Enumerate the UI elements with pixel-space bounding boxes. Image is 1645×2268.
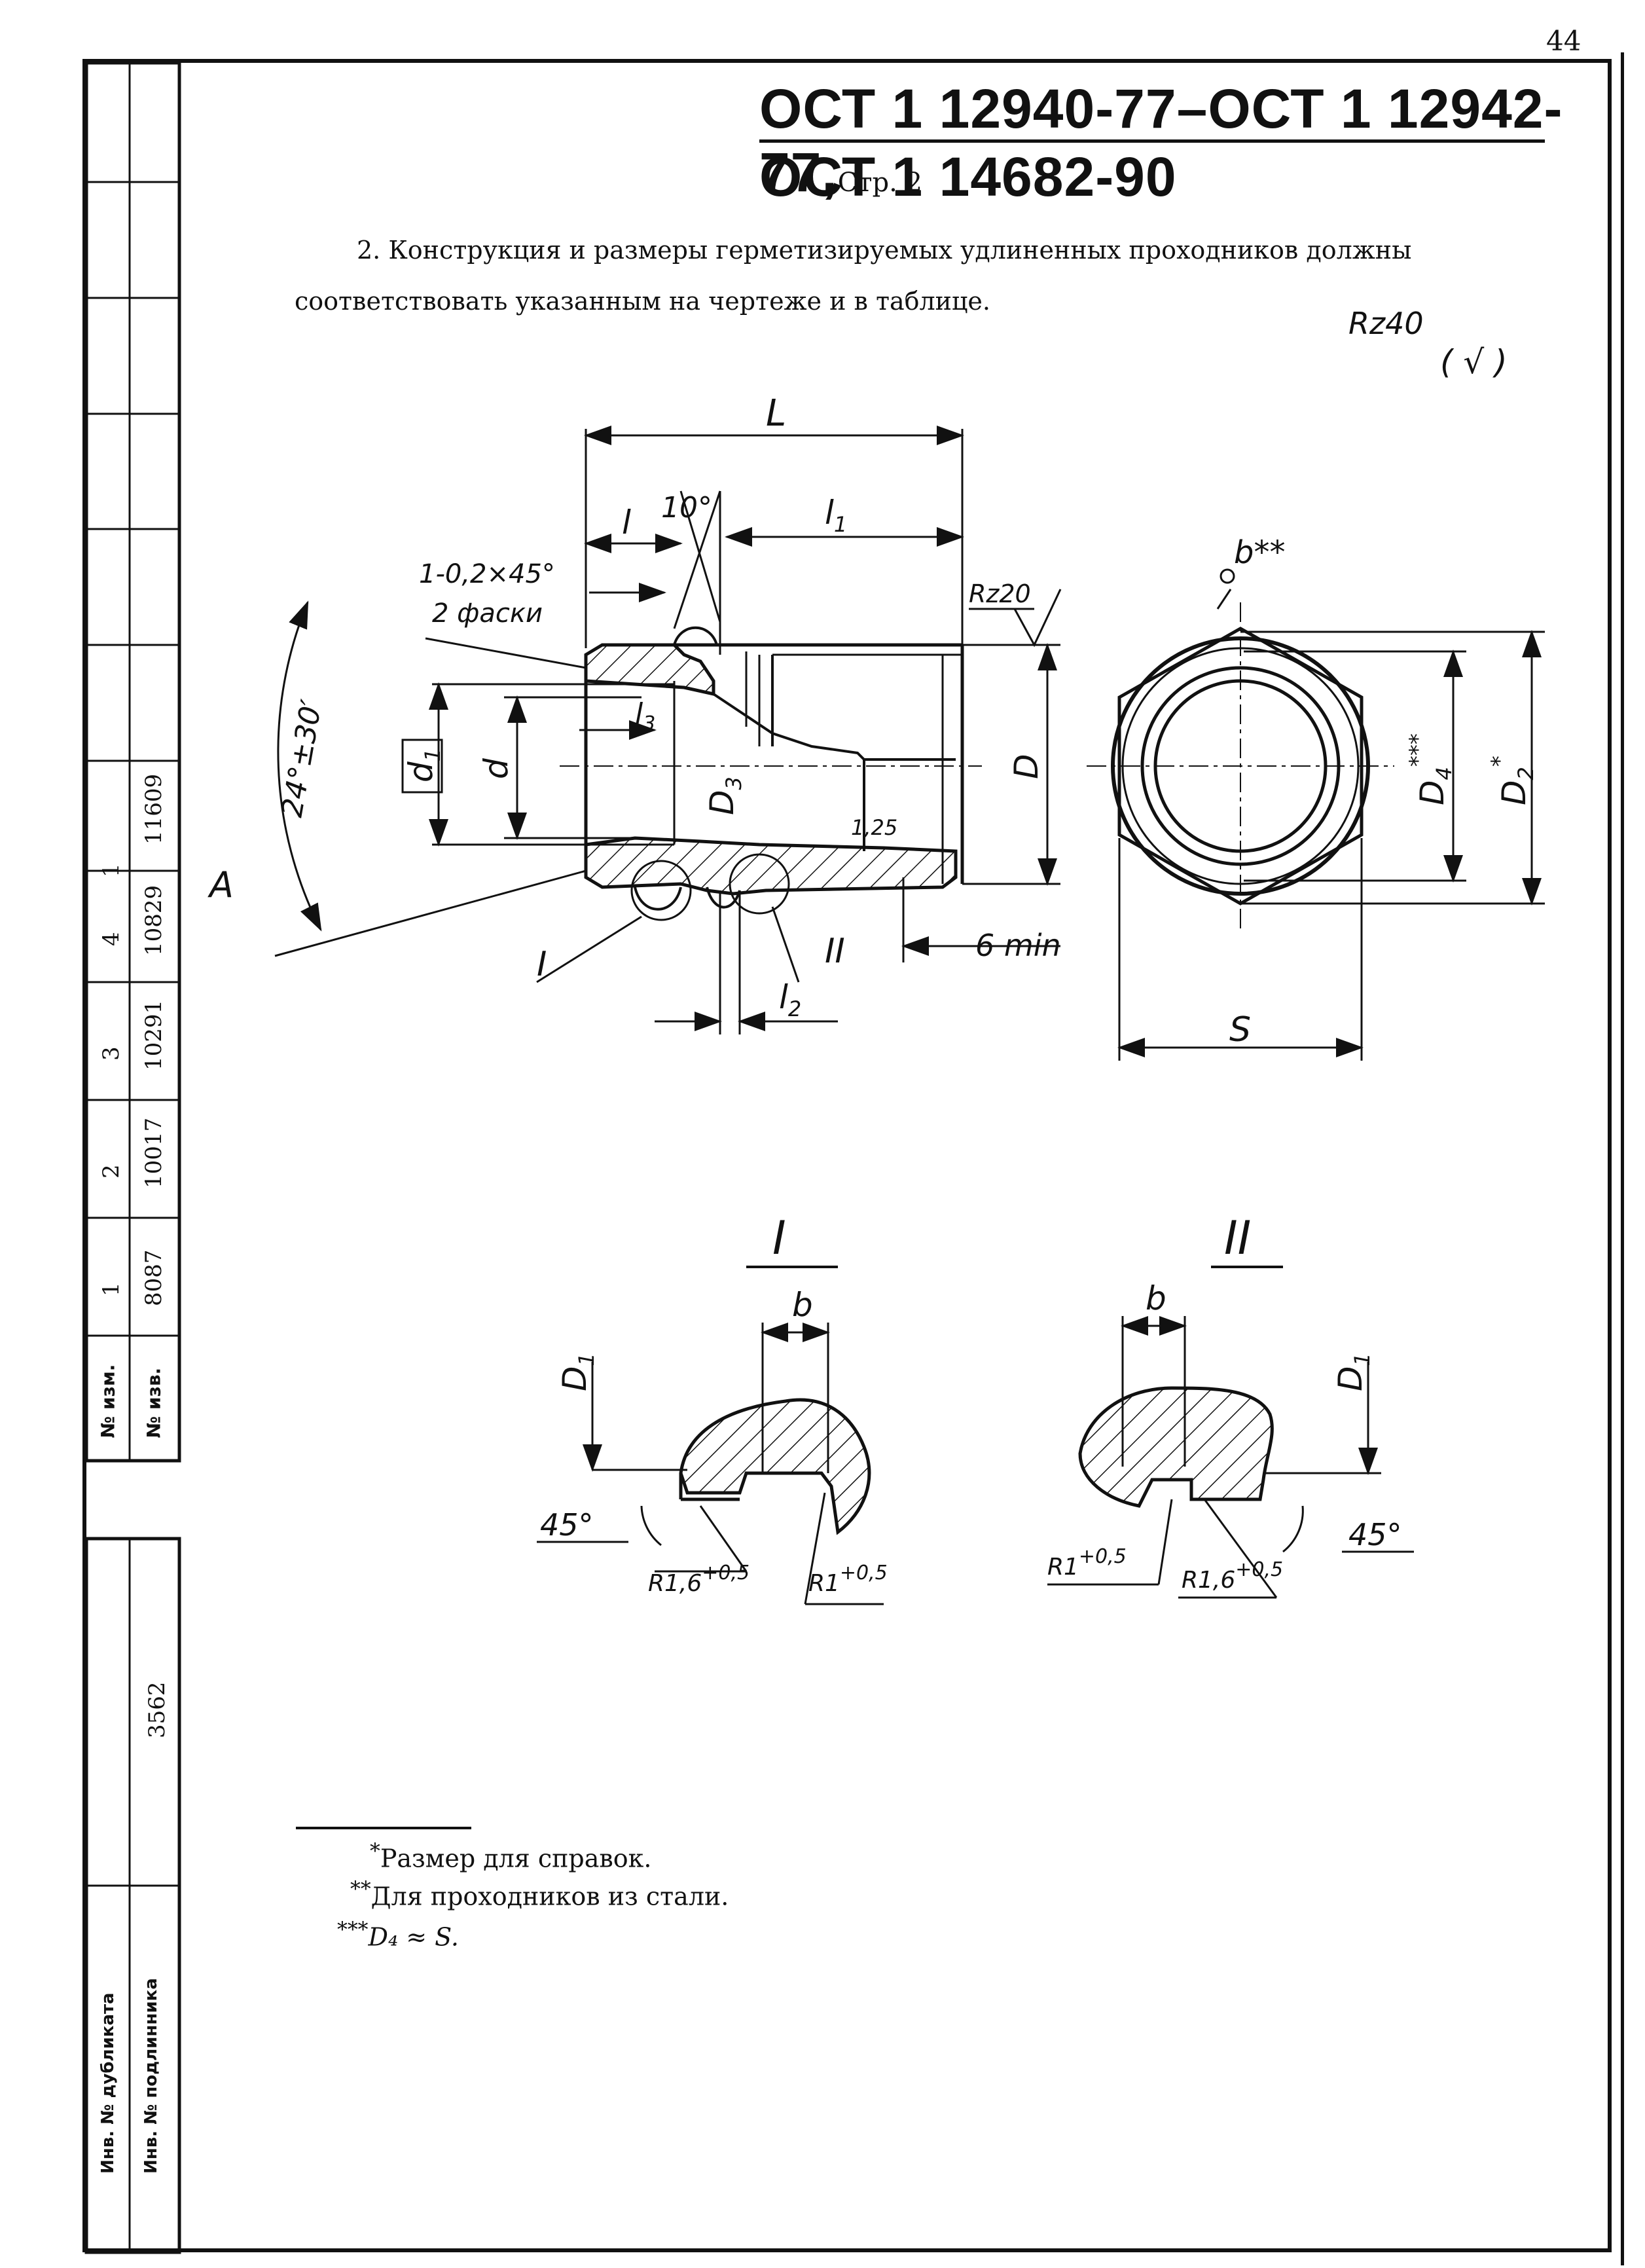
footnote-3-mark: *** (337, 1918, 369, 1942)
dim-6min: 6 min (975, 928, 1061, 963)
detail-II (1078, 1386, 1274, 1508)
detail-I-45: 45° (540, 1507, 594, 1543)
footnote-1: *Размер для справок. (370, 1840, 652, 1873)
page-number: 44 (1546, 25, 1582, 57)
roughness-paren: ( √ ) (1440, 343, 1508, 381)
side-view (560, 626, 982, 921)
detail-I-R16: R1,6+0,5 (648, 1562, 750, 1597)
chamfer-note: 2 фаски (432, 598, 543, 629)
dim-l3: l3 (635, 697, 655, 735)
footnote-3-text: D₄ ≈ S. (368, 1922, 459, 1952)
frame-right-edge (1621, 52, 1624, 2265)
angle-10: 10° (661, 491, 712, 524)
callout-I: I (537, 945, 547, 984)
paragraph-line1: 2. Конструкция и размеры герметизируемых… (357, 236, 1412, 265)
dim-l2: l2 (779, 978, 801, 1021)
footnote-3: ***D₄ ≈ S. (337, 1918, 459, 1952)
dim-D2: D2* (1487, 756, 1538, 805)
dim-l1: l1 (825, 494, 847, 537)
standard-header-line1: ОСТ 1 12940-77–ОСТ 1 12942-77,Стр. 2 (759, 77, 1645, 204)
standard-number: ОСТ 1 12940-77–ОСТ 1 12942-77, (759, 78, 1563, 203)
detail-II-D1: D1 (1331, 1353, 1375, 1391)
footnote-2: **Для проходников из стали. (350, 1878, 729, 1911)
detail-II-title: II (1224, 1211, 1251, 1265)
dim-S: S (1229, 1010, 1251, 1050)
dim-1-25: 1,25 (851, 815, 897, 840)
callout-II: II (825, 932, 845, 971)
paragraph-line2: соответствовать указанным на чертеже и в… (295, 287, 990, 316)
detail-I (679, 1398, 871, 1535)
detail-I-D1: D1 (556, 1353, 599, 1391)
detail-II-b: b (1146, 1279, 1166, 1317)
footnote-2-mark: ** (350, 1878, 371, 1901)
roughness-local: Rz20 (969, 579, 1031, 608)
footnote-1-text: Размер для справок. (380, 1844, 652, 1873)
angle-24: 24°±30′ (276, 697, 329, 820)
view-label-A: A (208, 864, 234, 905)
dim-d1: d1 (402, 748, 445, 782)
dim-D3: D3 (703, 777, 746, 815)
dim-b-star: b** (1234, 534, 1285, 571)
page-frame (82, 59, 1612, 2252)
header-rule (759, 139, 1545, 143)
detail-II-45: 45° (1348, 1517, 1402, 1552)
standard-header-line2: ОСТ 1 14682-90 (759, 146, 1177, 208)
dim-d: d (477, 758, 515, 779)
roughness-general: Rz40 (1348, 306, 1424, 341)
detail-I-title: I (772, 1211, 786, 1265)
footnote-2-text: Для проходников из стали. (371, 1882, 729, 1911)
detail-II-R16: R1,6+0,5 (1182, 1558, 1283, 1594)
footnote-1-mark: * (370, 1840, 380, 1863)
detail-I-b: b (792, 1286, 813, 1324)
dim-D: D (1007, 754, 1045, 779)
page-ref: Стр. 2 (837, 168, 922, 198)
dim-L: L (766, 392, 786, 435)
dim-D4: D4*** (1405, 733, 1456, 805)
dim-l: l (622, 503, 631, 541)
hex-view (1087, 602, 1394, 930)
detail-II-R1: R1+0,5 (1047, 1545, 1127, 1581)
detail-I-R1: R1+0,5 (808, 1562, 888, 1597)
chamfer-dim: 1-0,2×45° (419, 559, 555, 589)
footnote-rule (296, 1827, 471, 1829)
